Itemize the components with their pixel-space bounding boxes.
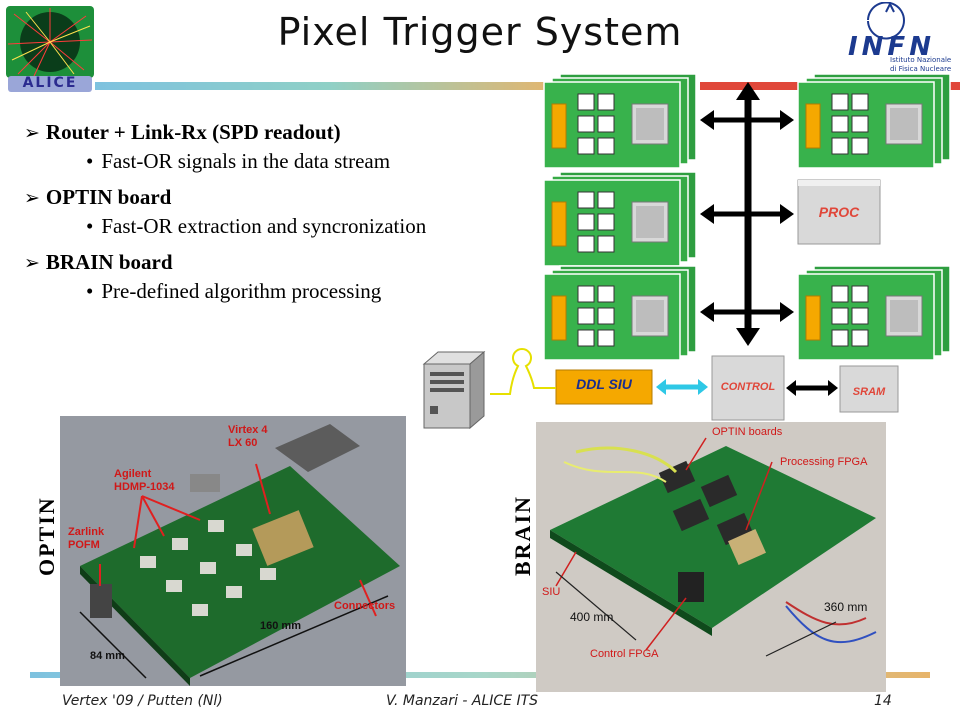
infn-logo-subtitle: Istituto Nazionale di Fisica Nucleare [890,56,952,73]
top-red-bar-right [950,82,960,90]
page-number: 14 [874,693,892,709]
optin-height-label: 84 mm [90,650,125,662]
optin-width-label: 160 mm [260,620,301,632]
optin-board-stack-5 [797,265,951,361]
slide-title: Pixel Trigger System [277,10,683,54]
optin-virtex-label: Virtex 4 LX 60 [228,424,268,449]
optin-board-stack-2 [543,171,697,267]
brain-width-label: 400 mm [570,610,614,624]
brain-side-label: BRAIN [510,495,535,576]
trigger-architecture-diagram [422,73,951,430]
alice-logo-text: ALICE [22,75,78,91]
brain-height-label: 360 mm [824,600,868,614]
optin-board-stack-3 [543,265,697,361]
brain-siu-label: SIU [542,586,561,598]
optin-board-photo: Virtex 4 LX 60 Agilent HDMP-1034 Zarlink… [60,416,406,686]
bullet-sub-router: Fast-OR signals in the data stream [86,147,544,175]
bottom-gradient-bar [30,672,930,678]
top-gradient-bar [95,82,565,90]
optin-board-stack-1 [543,73,697,169]
footer-left: Vertex '09 / Putten (Nl) [62,693,223,709]
infn-logo: INFN Istituto Nazionale di Fisica Nuclea… [828,1,958,82]
bullet-heading-brain: BRAIN board [24,248,544,277]
bullet-list: Router + Link-Rx (SPD readout) Fast-OR s… [24,118,544,313]
footer-center: V. Manzari - ALICE ITS [386,693,539,709]
bullet-sub-brain: Pre-defined algorithm processing [86,277,544,305]
brain-optin-boards-label: OPTIN boards [712,426,783,438]
sram-label: SRAM [852,386,886,398]
optin-zarlink-label: Zarlink POFM [68,526,105,551]
brain-control-fpga-label: Control FPGA [590,648,659,660]
optin-connectors-label: Connectors [334,600,396,612]
optin-board-stack-4 [797,73,951,169]
optin-side-label: OPTIN [34,496,59,576]
proc-label: PROC [818,204,860,220]
brain-processing-fpga-label: Processing FPGA [780,456,868,468]
alice-logo: ALICE [4,4,96,94]
optin-agilent-label: Agilent HDMP-1034 [114,468,175,493]
bullet-sub-optin: Fast-OR extraction and syncronization [86,212,544,240]
ddl-siu-label: DDL SIU [576,376,632,392]
infn-logo-text: INFN [848,32,935,62]
control-label: CONTROL [720,381,776,393]
bullet-heading-optin: OPTIN board [24,183,544,212]
brain-board-photo: OPTIN boards Processing FPGA SIU 400 mm … [536,422,886,692]
bullet-heading-router: Router + Link-Rx (SPD readout) [24,118,544,147]
